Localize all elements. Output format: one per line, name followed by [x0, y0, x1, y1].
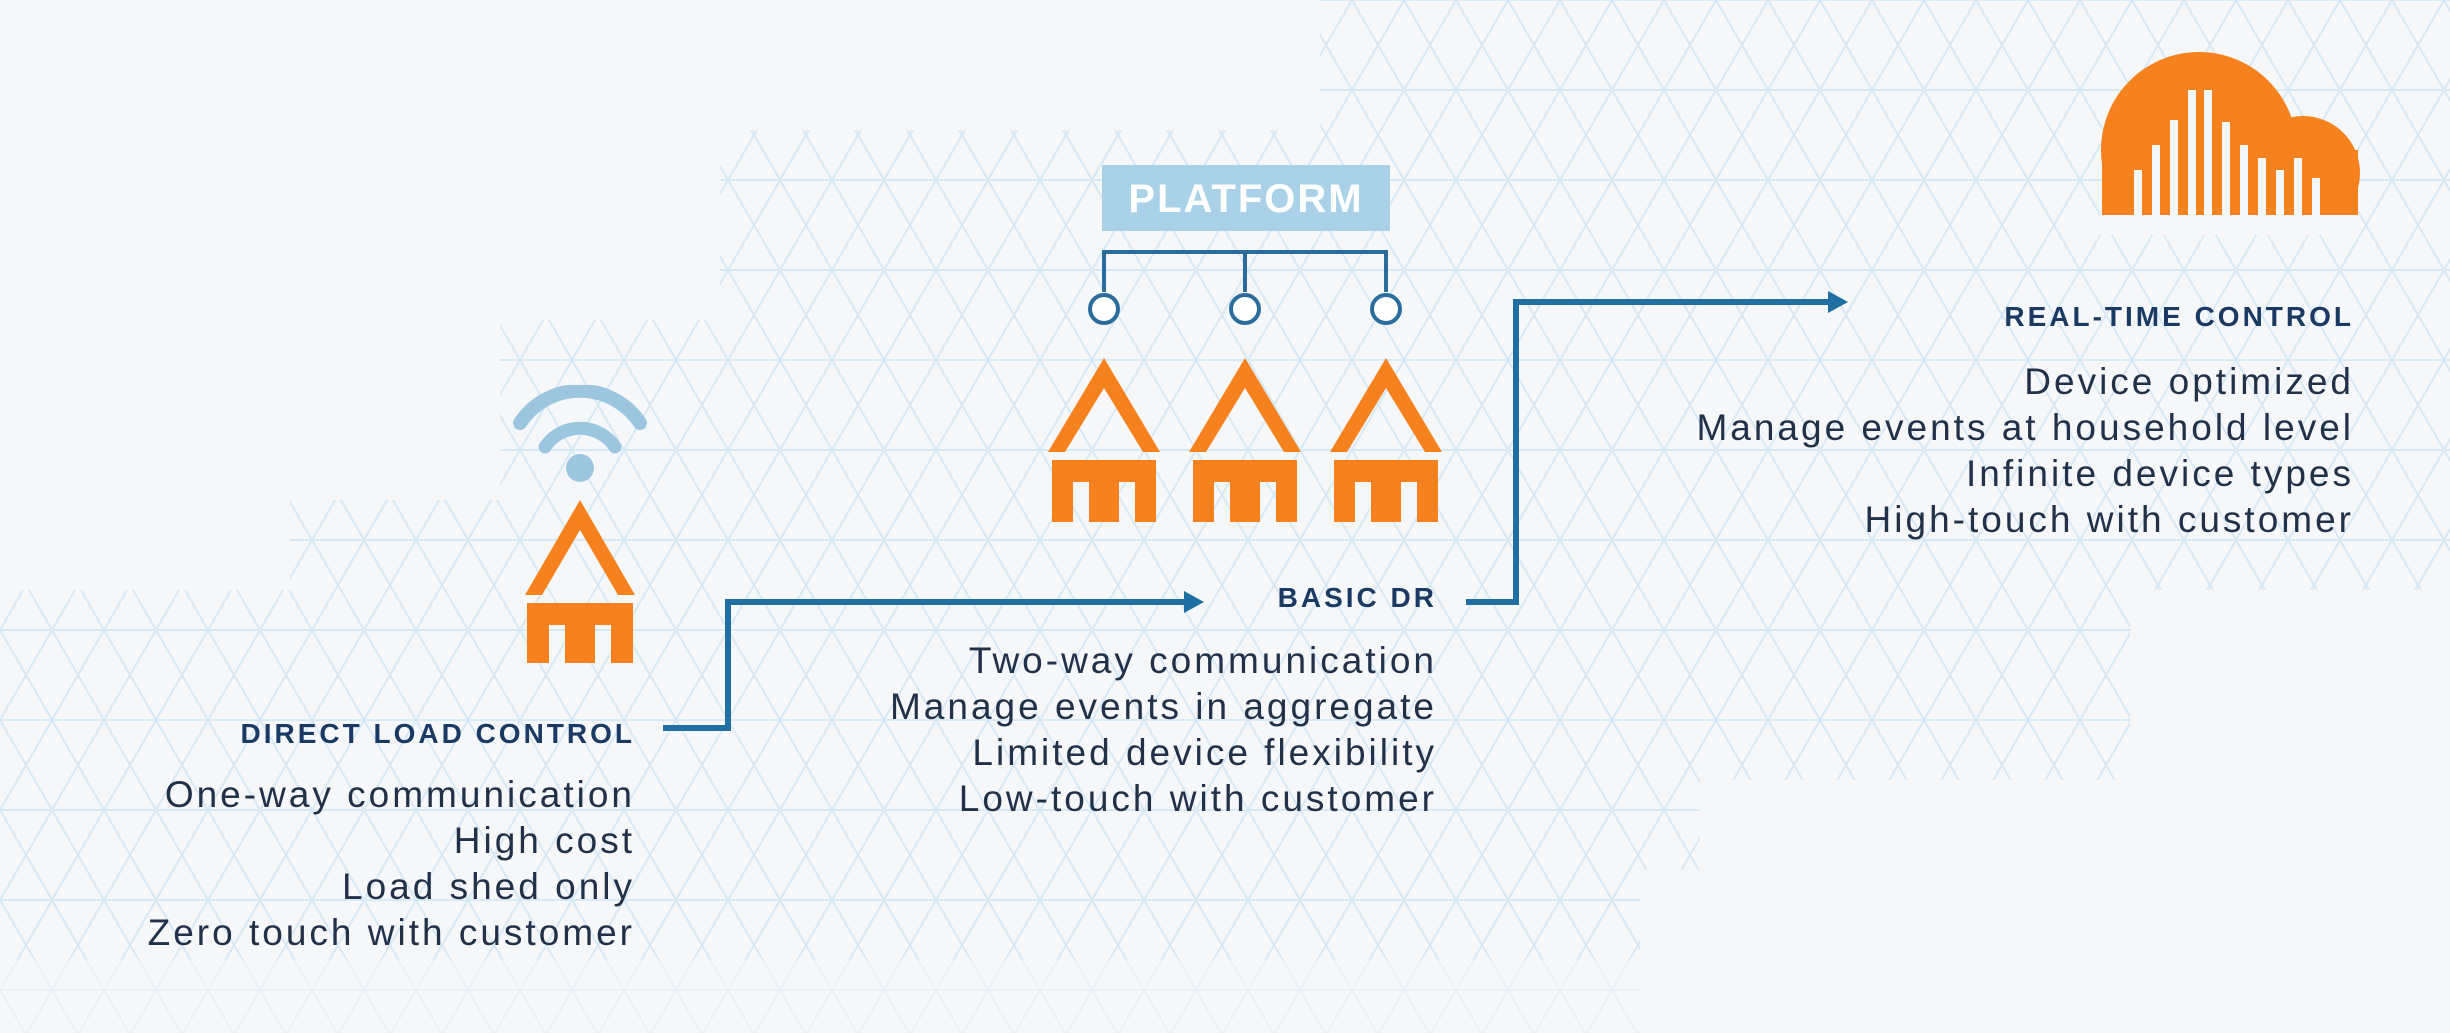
- platform-label: PLATFORM: [1128, 177, 1363, 221]
- feature-line: High-touch with customer: [1864, 499, 2354, 540]
- house-icon: [1330, 358, 1442, 522]
- feature-line: Limited device flexibility: [972, 732, 1437, 773]
- feature-line: High cost: [453, 820, 635, 861]
- stage-basic-dr: BASIC DR Two-way communication Manage ev…: [890, 578, 1437, 822]
- stage-direct-load-control: DIRECT LOAD CONTROL One-way communicatio…: [148, 714, 635, 956]
- arrowhead-icon: [1828, 291, 1848, 313]
- house-icon: [525, 500, 635, 663]
- platform-badge: [1102, 165, 1390, 231]
- wifi-house-icon: [513, 385, 647, 663]
- platform-houses-icon: PLATFORM: [1048, 165, 1442, 522]
- feature-line: One-way communication: [164, 774, 635, 815]
- feature-line: Zero touch with customer: [147, 912, 635, 953]
- feature-line: Infinite device types: [1966, 453, 2354, 494]
- cloud-city-icon: [2100, 52, 2360, 235]
- arrow-dlc-to-basic-dr: [663, 599, 1190, 731]
- house-icon: [1048, 358, 1160, 522]
- house-icon: [1189, 358, 1301, 522]
- stage-title: BASIC DR: [1277, 582, 1437, 613]
- arrowhead-icon: [1184, 591, 1204, 613]
- wifi-icon: [513, 385, 647, 454]
- feature-line: Load shed only: [342, 866, 635, 907]
- stage-title: DIRECT LOAD CONTROL: [240, 718, 635, 749]
- feature-line: Two-way communication: [968, 640, 1437, 681]
- stage-real-time-control: REAL-TIME CONTROL Device optimized Manag…: [1696, 297, 2354, 543]
- feature-line: Manage events at household level: [1696, 407, 2354, 448]
- feature-line: Low-touch with customer: [958, 778, 1437, 819]
- stage-title: REAL-TIME CONTROL: [2004, 301, 2354, 332]
- feature-line: Manage events in aggregate: [889, 686, 1437, 727]
- arrow-basic-dr-to-rtc: [1466, 299, 1828, 605]
- feature-line: Device optimized: [2024, 361, 2354, 402]
